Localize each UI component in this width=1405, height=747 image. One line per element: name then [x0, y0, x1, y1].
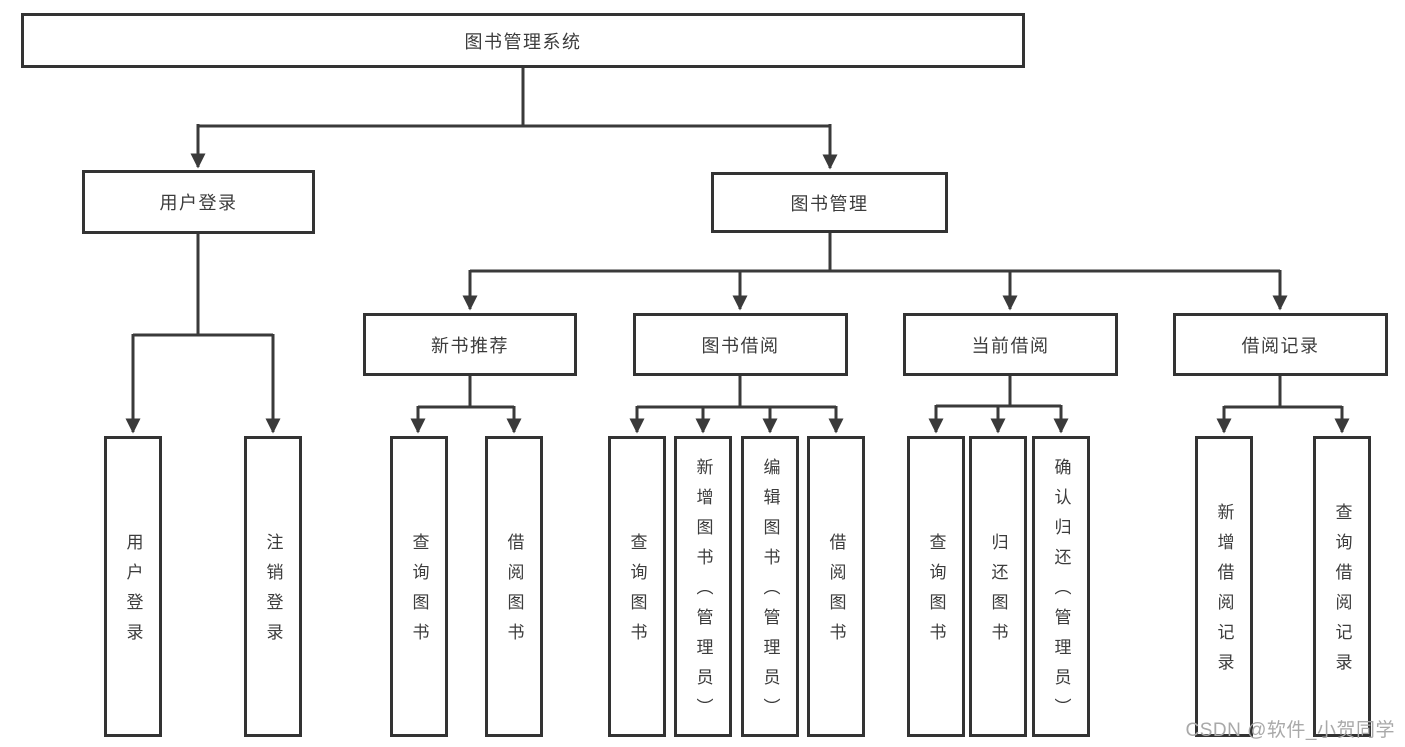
connector-book-borrow-branch [637, 376, 836, 409]
node-borrow-records: 借阅记录 [1173, 313, 1388, 376]
node-new-book-recommend: 新书推荐 [363, 313, 577, 376]
leaf-bb-add-book-admin-label: 新增图书（管理员） [693, 458, 713, 728]
leaf-bb-borrow-books: 借阅图书 [807, 436, 865, 737]
leaf-bb-query-books: 查询图书 [608, 436, 666, 737]
leaf-nb-query-books: 查询图书 [390, 436, 448, 737]
leaf-nb-borrow-books: 借阅图书 [485, 436, 543, 737]
node-user-login: 用户登录 [82, 170, 315, 234]
node-new-book-recommend-label: 新书推荐 [431, 335, 509, 356]
leaf-cb-query-books: 查询图书 [907, 436, 965, 737]
leaf-cb-confirm-return-admin: 确认归还（管理员） [1032, 436, 1090, 737]
leaf-user-login: 用户登录 [104, 436, 162, 737]
leaf-nb-borrow-books-label: 借阅图书 [504, 533, 524, 653]
node-user-login-label: 用户登录 [159, 193, 238, 213]
leaf-br-add-record-label: 新增借阅记录 [1214, 503, 1234, 683]
connector-book-management-branch [470, 233, 1280, 273]
leaf-logout-label: 注销登录 [263, 533, 283, 653]
node-current-borrow: 当前借阅 [903, 313, 1118, 376]
node-book-management: 图书管理 [711, 172, 948, 233]
node-current-borrow-label: 当前借阅 [971, 335, 1050, 356]
watermark: CSDN @软件_小贺同学 [1185, 720, 1395, 741]
leaf-bb-borrow-books-label: 借阅图书 [826, 533, 846, 653]
node-book-management-label: 图书管理 [790, 193, 869, 214]
leaf-bb-edit-book-admin-label: 编辑图书（管理员） [760, 458, 780, 728]
leaf-nb-query-books-label: 查询图书 [409, 533, 429, 653]
leaf-user-login-label: 用户登录 [123, 533, 143, 653]
leaf-cb-confirm-return-admin-label: 确认归还（管理员） [1051, 458, 1071, 728]
node-borrow-records-label: 借阅记录 [1241, 335, 1320, 356]
connector-user-login-branch [133, 234, 273, 337]
leaf-br-add-record: 新增借阅记录 [1195, 436, 1253, 737]
node-root-system-label: 图书管理系统 [464, 31, 582, 52]
leaf-logout: 注销登录 [244, 436, 302, 737]
leaf-bb-add-book-admin: 新增图书（管理员） [674, 436, 732, 737]
connector-root-stem [198, 68, 830, 128]
connector-borrow-records-branch [1224, 376, 1342, 409]
node-book-borrow-label: 图书借阅 [701, 335, 780, 356]
connector-new-book-branch [418, 376, 514, 409]
leaf-cb-query-books-label: 查询图书 [926, 533, 946, 653]
leaf-br-query-record-label: 查询借阅记录 [1332, 503, 1352, 683]
leaf-br-query-record: 查询借阅记录 [1313, 436, 1371, 737]
leaf-cb-return-books-label: 归还图书 [988, 533, 1008, 653]
leaf-cb-return-books: 归还图书 [969, 436, 1027, 737]
node-root-system: 图书管理系统 [21, 13, 1025, 68]
node-book-borrow: 图书借阅 [633, 313, 848, 376]
connector-current-borrow-branch [936, 376, 1061, 408]
leaf-bb-query-books-label: 查询图书 [627, 533, 647, 653]
leaf-bb-edit-book-admin: 编辑图书（管理员） [741, 436, 799, 737]
